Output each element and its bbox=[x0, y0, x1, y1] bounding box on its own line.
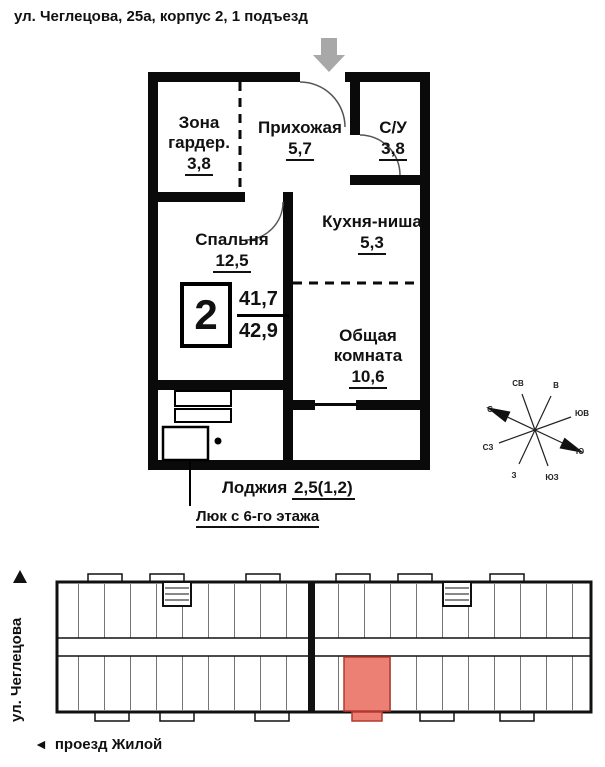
apartment-walls bbox=[148, 72, 430, 470]
room-label-wardrobe: Зона гардер. 3,8 bbox=[156, 113, 242, 177]
stair-core bbox=[162, 581, 192, 607]
compass-label: С bbox=[487, 405, 493, 414]
hatch-note: Люк с 6-го этажа bbox=[196, 508, 320, 528]
room-label-bedroom: Спальня 12,5 bbox=[186, 230, 278, 274]
room-area: 3,8 bbox=[379, 138, 407, 162]
room-label-bathroom: С/У 3,8 bbox=[362, 118, 424, 162]
compass-label: ЮЗ bbox=[545, 473, 558, 482]
door-arcs bbox=[244, 81, 401, 241]
apartment-summary-badge: 2 41,7 42,9 bbox=[180, 282, 289, 348]
building-floor-plan bbox=[55, 573, 593, 722]
loggia-name: Лоджия bbox=[222, 478, 288, 497]
room-name: Прихожая bbox=[258, 118, 342, 137]
room-name: С/У bbox=[379, 118, 407, 137]
compass-label: Ю bbox=[576, 447, 584, 456]
loggia-label: Лоджия 2,5(1,2) bbox=[222, 477, 355, 501]
compass-label: СВ bbox=[512, 379, 524, 388]
room-area: 5,7 bbox=[286, 138, 314, 162]
street-bottom-name: проезд Жилой bbox=[54, 736, 163, 753]
room-partitions-top bbox=[59, 584, 589, 638]
loggia-fixtures bbox=[161, 390, 232, 506]
entrance-arrow-icon bbox=[313, 38, 345, 72]
compass-label: В bbox=[553, 381, 559, 390]
room-area: 3,8 bbox=[185, 153, 213, 177]
room-name: Кухня-ниша bbox=[322, 212, 422, 231]
loggia-area: 2,5(1,2) bbox=[292, 477, 355, 501]
hatch-dot bbox=[214, 437, 222, 445]
total-area-value: 42,9 bbox=[239, 320, 278, 342]
room-area: 10,6 bbox=[349, 366, 387, 390]
room-label-kitchen: Кухня-ниша 5,3 bbox=[312, 212, 432, 256]
room-area: 12,5 bbox=[213, 250, 251, 274]
hatch-square bbox=[161, 425, 210, 462]
street-direction-up-icon bbox=[13, 570, 27, 583]
room-partitions-bottom bbox=[59, 656, 589, 710]
street-label-bottom: ◄ проезд Жилой bbox=[34, 736, 162, 753]
expansion-joint bbox=[308, 582, 315, 712]
room-name: Зона гардер. bbox=[168, 113, 230, 153]
rooms-count: 2 bbox=[180, 282, 232, 348]
compass-label: СЗ bbox=[483, 443, 494, 452]
room-label-hall: Прихожая 5,7 bbox=[250, 118, 350, 162]
street-label-left: ул. Чеглецова bbox=[8, 617, 25, 722]
compass-label: ЮВ bbox=[575, 409, 589, 418]
compass-label: З bbox=[511, 471, 516, 480]
ladder-shelf bbox=[174, 390, 232, 407]
street-direction-left-icon: ◄ bbox=[34, 736, 48, 752]
compass-icon: С СВ В ЮВ Ю ЮЗ З СЗ bbox=[483, 379, 590, 482]
page-title: ул. Чеглецова, 25а, корпус 2, 1 подъезд bbox=[14, 8, 308, 25]
dashed-zone-lines bbox=[238, 82, 420, 285]
room-label-living: Общая комната 10,6 bbox=[318, 326, 418, 390]
stair-core bbox=[442, 581, 472, 607]
room-name: Спальня bbox=[195, 230, 269, 249]
ladder-shelf bbox=[174, 408, 232, 423]
highlighted-unit bbox=[343, 656, 391, 722]
living-area-value: 41,7 bbox=[237, 287, 289, 317]
room-name: Общая комната bbox=[333, 326, 403, 366]
room-area: 5,3 bbox=[358, 232, 386, 256]
